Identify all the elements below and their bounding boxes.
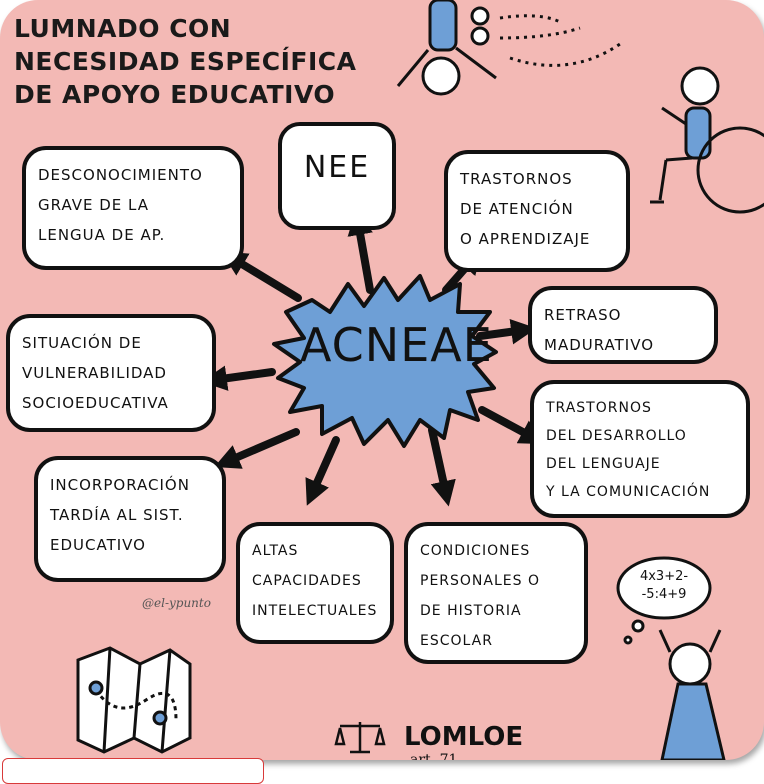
box-line: VULNERABILIDAD — [22, 364, 167, 382]
box-desconocimiento: DESCONOCIMIENTO GRAVE DE LA LENGUA DE AP… — [22, 146, 244, 270]
map-illustration — [76, 646, 192, 754]
box-line: ESCOLAR — [420, 633, 493, 649]
box-vulnerabilidad: SITUACIÓN DE VULNERABILIDAD SOCIOEDUCATI… — [6, 314, 216, 432]
thought-equation: 4x3+2- -5:4+9 — [622, 568, 706, 604]
box-condiciones-personales: CONDICIONES PERSONALES O DE HISTORIA ESC… — [404, 522, 588, 664]
box-line: INTELECTUALES — [252, 603, 378, 619]
center-acneae-label: ACNEAE — [300, 318, 493, 372]
arrow-to-retraso — [476, 319, 537, 345]
box-line: DEL DESARROLLO — [546, 428, 687, 444]
box-retraso-madurativo: RETRASO MADURATIVO — [528, 286, 718, 364]
arrow-to-altas — [305, 436, 340, 506]
box-incorporacion: INCORPORACIÓN TARDÍA AL SIST. EDUCATIVO — [34, 456, 226, 582]
box-line: DESCONOCIMIENTO — [38, 166, 203, 184]
box-line: TRASTORNOS — [546, 400, 652, 416]
box-line: SOCIOEDUCATIVA — [22, 394, 169, 412]
infographic-card: LUMNADO CON NECESIDAD ESPECÍFICA DE APOY… — [0, 0, 764, 760]
box-nee: NEE — [278, 122, 396, 230]
box-line: DE HISTORIA — [420, 603, 522, 619]
arrow-to-condiciones — [428, 426, 456, 507]
box-line: LENGUA DE AP. — [38, 226, 166, 244]
box-line: ALTAS — [252, 543, 299, 559]
thinking-character-illustration — [616, 556, 726, 760]
box-trastornos-lenguaje: TRASTORNOS DEL DESARROLLO DEL LENGUAJE Y… — [530, 380, 750, 518]
box-trastornos-atencion: TRASTORNOS DE ATENCIÓN O APRENDIZAJE — [444, 150, 630, 272]
box-line: DEL LENGUAJE — [546, 456, 661, 472]
box-line: MADURATIVO — [544, 336, 655, 354]
box-line: GRAVE DE LA — [38, 196, 150, 214]
wheelchair-illustration — [650, 66, 764, 214]
box-line: Y LA COMUNICACIÓN — [546, 484, 711, 500]
box-line: RETRASO — [544, 306, 622, 324]
connector-arrows — [201, 209, 546, 507]
equation-line: -5:4+9 — [641, 587, 687, 602]
box-line: INCORPORACIÓN — [50, 476, 190, 494]
box-line: TRASTORNOS — [460, 170, 573, 188]
diagram-graphics — [76, 0, 764, 760]
box-line: CONDICIONES — [420, 543, 531, 559]
arrow-to-vulnerabilidad — [201, 365, 276, 391]
arrow-to-trastornos-lenguaje — [478, 406, 546, 445]
selection-rectangle — [2, 758, 264, 784]
article-label: art. 71 — [410, 752, 458, 760]
title-line-1: LUMNADO CON — [14, 14, 232, 43]
title-line-2: NECESIDAD ESPECÍFICA — [14, 47, 357, 76]
arrow-to-desconocimiento — [221, 251, 302, 302]
box-line: SITUACIÓN DE — [22, 334, 142, 352]
character-illustration-top — [396, 0, 621, 96]
center-burst-shape — [272, 274, 498, 448]
box-nee-label: NEE — [303, 150, 371, 185]
box-line: PERSONALES O — [420, 573, 540, 589]
box-line: TARDÍA AL SIST. — [50, 506, 184, 524]
lomloe-label: LOMLOE — [404, 722, 524, 752]
equation-line: 4x3+2- — [639, 569, 689, 584]
box-line: CAPACIDADES — [252, 573, 362, 589]
box-line: O APRENDIZAJE — [460, 230, 591, 248]
box-line: DE ATENCIÓN — [460, 200, 574, 218]
scales-icon — [334, 722, 386, 754]
page-title: LUMNADO CON NECESIDAD ESPECÍFICA DE APOY… — [14, 12, 357, 111]
box-altas-capacidades: ALTAS CAPACIDADES INTELECTUALES — [236, 522, 394, 644]
box-line: EDUCATIVO — [50, 536, 146, 554]
arrow-to-incorporacion — [214, 428, 300, 469]
arrow-to-nee — [347, 209, 374, 294]
title-line-3: DE APOYO EDUCATIVO — [14, 80, 336, 109]
author-signature: @el-ypunto — [142, 596, 211, 610]
